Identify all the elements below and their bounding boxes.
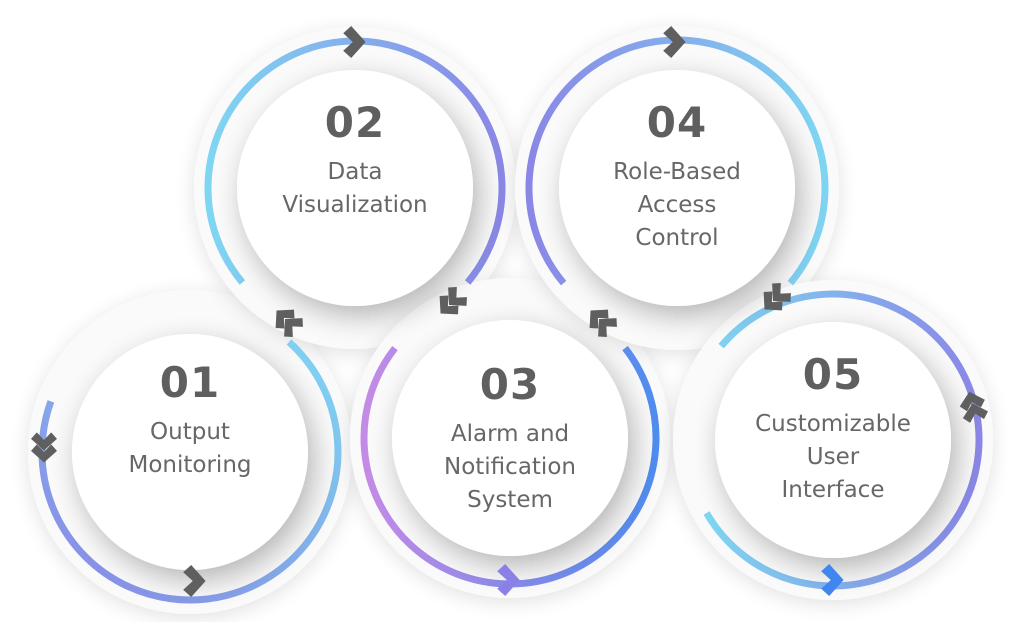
disc-01 [72, 334, 308, 570]
double-chevron-icon [31, 432, 57, 451]
step-label-line: Customizable [755, 411, 911, 437]
step-label-line: Control [635, 225, 719, 251]
chevron-right-icon [183, 565, 206, 597]
double-chevron-icon [275, 309, 295, 329]
double-chevron-icon [589, 309, 609, 329]
step-number: 03 [479, 360, 541, 409]
chevron-right-icon [343, 26, 366, 58]
disc-02 [237, 70, 473, 306]
disc-03 [392, 320, 628, 556]
step-label-line: User [806, 444, 860, 470]
double-chevron-icon [439, 295, 459, 315]
step-label-line: Interface [781, 477, 885, 503]
step-number: 05 [802, 350, 864, 399]
ring-01 [38, 339, 342, 604]
double-chevron-icon [598, 318, 617, 337]
ring-05 [703, 290, 983, 590]
double-chevron-icon [763, 291, 783, 311]
step-number: 04 [646, 98, 708, 147]
step-label-line: Monitoring [128, 452, 252, 478]
disc-05 [715, 322, 951, 558]
step-number: 01 [159, 358, 221, 407]
step-number: 02 [324, 98, 386, 147]
step-label-line: System [467, 487, 553, 513]
double-chevron-icon [772, 283, 791, 302]
step-label-line: Output [150, 419, 230, 445]
step-label-line: Data [327, 159, 383, 185]
double-chevron-icon [959, 391, 985, 412]
step-label-line: Visualization [282, 192, 428, 218]
chevron-right-icon [821, 564, 844, 596]
step-label-line: Alarm and [450, 421, 570, 447]
double-chevron-icon [284, 318, 303, 337]
double-chevron-icon [448, 287, 467, 306]
chevron-right-icon [497, 564, 520, 596]
step-label-line: Access [637, 192, 717, 218]
disc-04 [559, 70, 795, 306]
step-label-line: Notification [444, 454, 576, 480]
step-label-line: Role-Based [613, 159, 741, 185]
double-chevron-icon [31, 444, 57, 463]
double-chevron-icon [962, 403, 988, 423]
chevron-right-icon [663, 26, 686, 58]
